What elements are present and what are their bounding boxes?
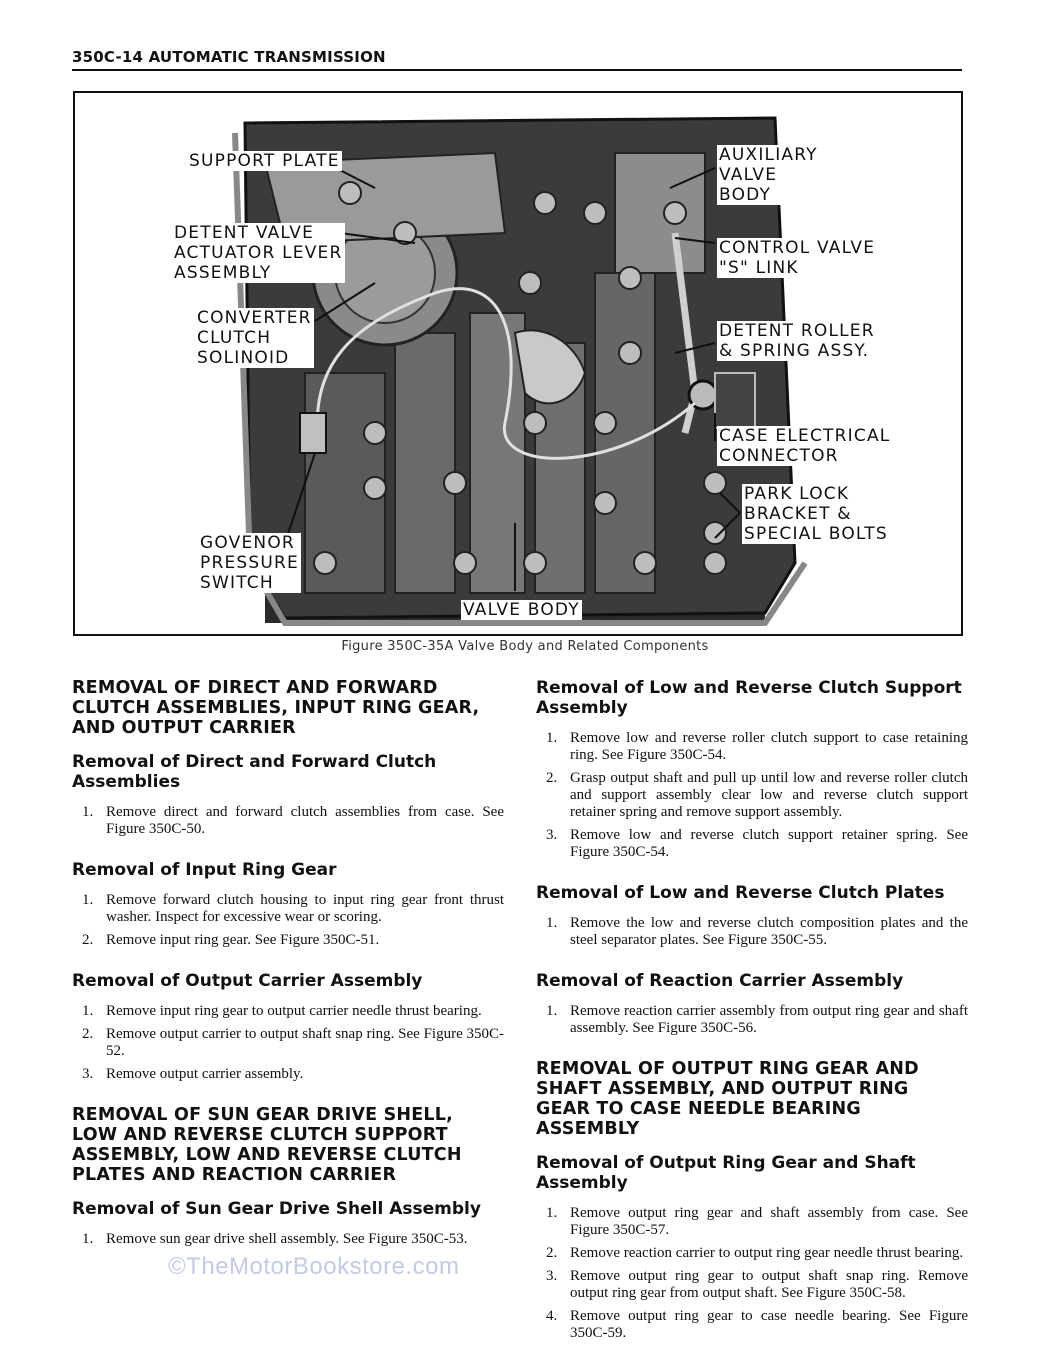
list-item: 1.Remove low and reverse roller clutch s… [546, 730, 968, 763]
list-item: 2.Remove output carrier to output shaft … [82, 1026, 504, 1059]
list-output-ring-gear: 1.Remove output ring gear and shaft asse… [536, 1205, 968, 1342]
list-item: 1.Remove reaction carrier assembly from … [546, 1003, 968, 1036]
list-item: 3.Remove low and reverse clutch support … [546, 827, 968, 860]
callout-auxiliary-valve-body: AUXILIARY VALVE BODY [717, 145, 820, 205]
list-low-reverse-support: 1.Remove low and reverse roller clutch s… [536, 730, 968, 861]
heading-input-ring-gear: Removal of Input Ring Gear [72, 860, 337, 880]
callout-detent-roller: DETENT ROLLER & SPRING ASSY. [717, 321, 877, 361]
list-item: 2.Remove reaction carrier to output ring… [546, 1245, 964, 1261]
list-item: 3.Remove output ring gear to output shaf… [546, 1268, 968, 1301]
list-item: 2.Grasp output shaft and pull up until l… [546, 770, 968, 820]
callout-control-valve-s-link: CONTROL VALVE "S" LINK [717, 238, 878, 278]
callout-park-lock-bracket: PARK LOCK BRACKET & SPECIAL BOLTS [742, 484, 890, 544]
list-item: 1.Remove the low and reverse clutch comp… [546, 915, 968, 948]
list-item: 1.Remove output ring gear and shaft asse… [546, 1205, 968, 1238]
right-column: Removal of Low and Reverse Clutch Suppor… [536, 678, 968, 1356]
callout-governor-pressure-switch: GOVENOR PRESSURE SWITCH [198, 533, 301, 593]
callout-case-electrical-connector: CASE ELECTRICAL CONNECTOR [717, 426, 893, 466]
heading-low-reverse-plates: Removal of Low and Reverse Clutch Plates [536, 883, 945, 903]
heading-sun-gear-drive-shell: Removal of Sun Gear Drive Shell Assembly [72, 1199, 481, 1219]
figure-caption: Figure 350C-35A Valve Body and Related C… [341, 639, 709, 654]
list-item: 1.Remove forward clutch housing to input… [82, 892, 504, 925]
left-column: REMOVAL OF DIRECT AND FORWARD CLUTCH ASS… [72, 678, 504, 1262]
list-sun-gear: 1.Remove sun gear drive shell assembly. … [72, 1231, 504, 1248]
heading-reaction-carrier: Removal of Reaction Carrier Assembly [536, 971, 904, 991]
valve-body-photo [232, 116, 808, 626]
callout-support-plate: SUPPORT PLATE [187, 151, 342, 171]
list-item: 1.Remove input ring gear to output carri… [82, 1003, 482, 1019]
list-low-reverse-plates: 1.Remove the low and reverse clutch comp… [536, 915, 968, 949]
list-output-carrier: 1.Remove input ring gear to output carri… [72, 1003, 504, 1083]
major-heading-output-ring-gear: REMOVAL OF OUTPUT RING GEAR AND SHAFT AS… [536, 1059, 919, 1139]
heading-output-ring-gear-shaft: Removal of Output Ring Gear and Shaft As… [536, 1153, 916, 1193]
callout-converter-clutch-solenoid: CONVERTER CLUTCH SOLINOID [195, 308, 314, 368]
major-heading-sun-gear: REMOVAL OF SUN GEAR DRIVE SHELL, LOW AND… [72, 1105, 462, 1185]
heading-output-carrier: Removal of Output Carrier Assembly [72, 971, 423, 991]
list-item: 4.Remove output ring gear to case needle… [546, 1308, 968, 1341]
list-item: 1.Remove direct and forward clutch assem… [82, 804, 504, 837]
list-item: 2.Remove input ring gear. See Figure 350… [82, 932, 380, 948]
heading-direct-forward-clutch: Removal of Direct and Forward Clutch Ass… [72, 752, 437, 792]
list-item: 1.Remove sun gear drive shell assembly. … [82, 1231, 468, 1247]
callout-detent-valve-actuator: DETENT VALVE ACTUATOR LEVER ASSEMBLY [172, 223, 345, 283]
list-item: 3.Remove output carrier assembly. [82, 1066, 304, 1082]
major-heading-direct-forward: REMOVAL OF DIRECT AND FORWARD CLUTCH ASS… [72, 678, 480, 738]
list-direct-forward: 1.Remove direct and forward clutch assem… [72, 804, 504, 838]
heading-low-reverse-support: Removal of Low and Reverse Clutch Suppor… [536, 678, 962, 718]
figure-valve-body: SUPPORT PLATE DETENT VALVE ACTUATOR LEVE… [73, 91, 963, 636]
page-header: 350C-14 AUTOMATIC TRANSMISSION [72, 48, 962, 71]
callout-valve-body: VALVE BODY [461, 600, 582, 620]
list-input-ring-gear: 1.Remove forward clutch housing to input… [72, 892, 504, 949]
list-reaction-carrier: 1.Remove reaction carrier assembly from … [536, 1003, 968, 1037]
